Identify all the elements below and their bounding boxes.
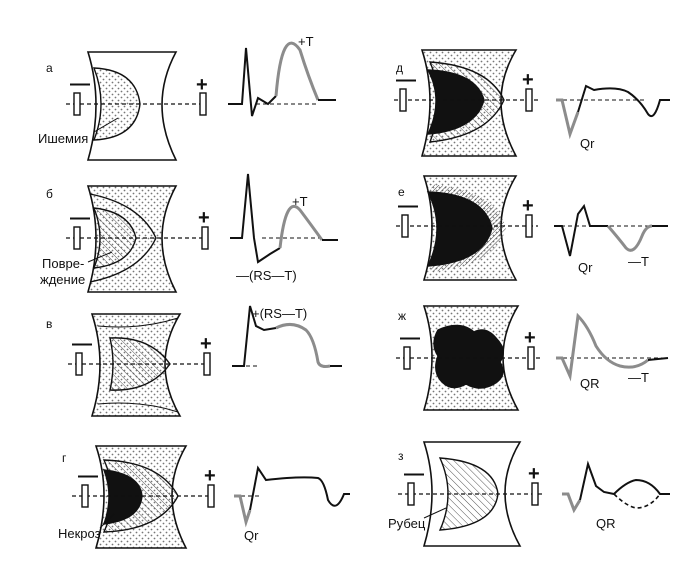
- panel-b: б — + Повре- ждение +T —(RS—T): [40, 173, 338, 293]
- wave-label: —T: [628, 254, 649, 269]
- tissue-label: Рубец: [388, 516, 426, 531]
- necrosis-zone: [426, 69, 485, 135]
- ecg-trace: [232, 305, 277, 367]
- minus-sign: —: [70, 207, 90, 229]
- ecg-trace: [228, 47, 277, 117]
- panel-letter: в: [46, 317, 52, 331]
- wave-label: +T: [298, 34, 314, 49]
- st-segment: [275, 323, 331, 368]
- wave-label: Qr: [578, 260, 593, 275]
- plus-sign: +: [200, 333, 212, 355]
- injury-outline: [89, 193, 157, 283]
- t-wave: [278, 204, 324, 249]
- panel-zh: ж — + QR —T: [396, 305, 669, 411]
- t-wave-negative: [613, 493, 661, 509]
- label-pointer: [99, 513, 115, 529]
- plus-sign: +: [528, 463, 540, 485]
- minus-sign: —: [400, 327, 420, 349]
- negative-electrode: [75, 352, 83, 376]
- positive-electrode: [525, 214, 533, 238]
- tissue-label: ждение: [40, 272, 85, 287]
- plus-sign: +: [522, 195, 534, 217]
- necrosis-zone: [433, 324, 504, 389]
- positive-electrode: [207, 484, 215, 508]
- panel-letter: а: [46, 61, 53, 75]
- label-pointer: [93, 117, 119, 133]
- panel-d: д — + Qr: [394, 49, 670, 157]
- panel-letter: б: [46, 187, 53, 201]
- ecg-trace: [579, 460, 615, 501]
- plus-sign: +: [522, 69, 534, 91]
- panel-letter: е: [398, 185, 405, 199]
- panel-e: е — + Qr —T: [396, 175, 668, 281]
- wave-label: —T: [628, 370, 649, 385]
- panel-letter: г: [62, 451, 67, 465]
- ecg-trace: [230, 173, 281, 264]
- q-wave: [556, 98, 580, 140]
- q-wave: [234, 494, 252, 528]
- label-pointer: [423, 507, 447, 519]
- t-wave: [274, 41, 320, 101]
- wave-label: +T: [292, 194, 308, 209]
- panel-a: а — + Ишемия +T: [38, 34, 336, 161]
- ecg-trace: [554, 203, 608, 257]
- positive-electrode: [203, 352, 211, 376]
- positive-electrode: [199, 92, 207, 116]
- plus-sign: +: [196, 74, 208, 96]
- minus-sign: —: [72, 333, 92, 355]
- wave-label: QR: [596, 516, 616, 531]
- minus-sign: —: [78, 465, 98, 487]
- minus-sign: —: [398, 195, 418, 217]
- positive-electrode: [531, 482, 539, 506]
- negative-electrode: [73, 226, 81, 250]
- plus-sign: +: [204, 465, 216, 487]
- wave-label: QR: [580, 376, 600, 391]
- minus-sign: —: [404, 463, 424, 485]
- panel-letter: ж: [398, 309, 406, 323]
- plus-sign: +: [198, 207, 210, 229]
- positive-electrode: [527, 346, 535, 370]
- panel-letter: з: [398, 449, 404, 463]
- ecg-trace: [249, 465, 350, 511]
- t-wave: [606, 224, 653, 252]
- minus-sign: —: [396, 69, 416, 91]
- negative-electrode: [401, 214, 409, 238]
- plus-sign: +: [524, 327, 536, 349]
- tissue-label: Повре-: [42, 256, 84, 271]
- positive-electrode: [525, 88, 533, 112]
- wave-label: Qr: [244, 528, 259, 543]
- q-wave: [556, 312, 649, 382]
- tissue-label: Некроз: [58, 526, 101, 541]
- wave-label: Qr: [580, 136, 595, 151]
- negative-electrode: [73, 92, 81, 116]
- q-wave: [562, 492, 582, 514]
- ecg-trace: [577, 84, 670, 118]
- negative-electrode: [399, 88, 407, 112]
- panel-v: в — + +(RS—T): [46, 305, 342, 417]
- wave-label: —(RS—T): [236, 268, 297, 283]
- t-wave-positive: [613, 478, 670, 495]
- tissue-label: Ишемия: [38, 131, 88, 146]
- negative-electrode: [407, 482, 415, 506]
- wall-line: [97, 317, 179, 328]
- positive-electrode: [201, 226, 209, 250]
- minus-sign: —: [70, 73, 90, 95]
- wall-line: [97, 402, 179, 413]
- negative-electrode: [403, 346, 411, 370]
- panel-g: г — + Некроз Qr: [58, 445, 350, 549]
- wave-label: +(RS—T): [252, 306, 307, 321]
- ecg-tail: [647, 357, 669, 361]
- necrosis-zone: [426, 191, 493, 267]
- panel-z: з — + Рубец QR: [388, 441, 670, 547]
- label-pointer: [87, 251, 113, 263]
- panel-letter: д: [396, 61, 403, 75]
- negative-electrode: [81, 484, 89, 508]
